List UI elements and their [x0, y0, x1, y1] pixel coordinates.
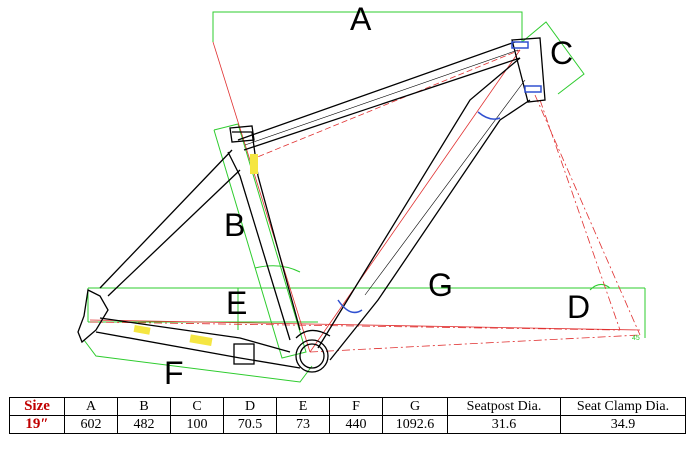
header-size: Size [9, 397, 65, 416]
header-c: C [170, 397, 224, 416]
head-tube-bearings [337, 41, 542, 314]
dimension-label-g: G [428, 267, 453, 303]
frame-highlights [133, 154, 258, 347]
dimension-label-f: F [164, 355, 184, 391]
header-b: B [117, 397, 171, 416]
value-size: 19″ [9, 415, 65, 434]
value-f: 440 [329, 415, 383, 434]
center-lines [89, 41, 641, 353]
value-b: 482 [117, 415, 171, 434]
spec-table-value-row: 19″ 602 482 100 70.5 73 440 1092.6 31.6 … [9, 415, 686, 434]
header-a: A [64, 397, 118, 416]
value-e: 73 [276, 415, 330, 434]
dimension-label-a: A [350, 1, 372, 37]
bike-frame-geometry-diagram: A C B G E D F 45 [77, 1, 646, 391]
value-seatpost-dia: 31.6 [447, 415, 561, 434]
header-f: F [329, 397, 383, 416]
value-c: 100 [170, 415, 224, 434]
dimension-label-d: D [567, 289, 590, 325]
value-a: 602 [64, 415, 118, 434]
value-g: 1092.6 [382, 415, 448, 434]
dimension-label-b: B [224, 207, 245, 243]
angle-label: 45 [632, 335, 640, 342]
header-d: D [223, 397, 277, 416]
header-seat-clamp-dia: Seat Clamp Dia. [560, 397, 686, 416]
spec-table-header-row: Size A B C D E F G Seatpost Dia. Seat Cl… [9, 397, 686, 416]
header-g: G [382, 397, 448, 416]
value-d: 70.5 [223, 415, 277, 434]
header-seatpost-dia: Seatpost Dia. [447, 397, 561, 416]
frame-outline [77, 37, 546, 373]
frame-size-spec-table: Size A B C D E F G Seatpost Dia. Seat Cl… [9, 397, 686, 434]
header-e: E [276, 397, 330, 416]
value-seat-clamp-dia: 34.9 [560, 415, 686, 434]
dimension-label-c: C [550, 35, 573, 71]
dimension-label-e: E [226, 285, 247, 321]
